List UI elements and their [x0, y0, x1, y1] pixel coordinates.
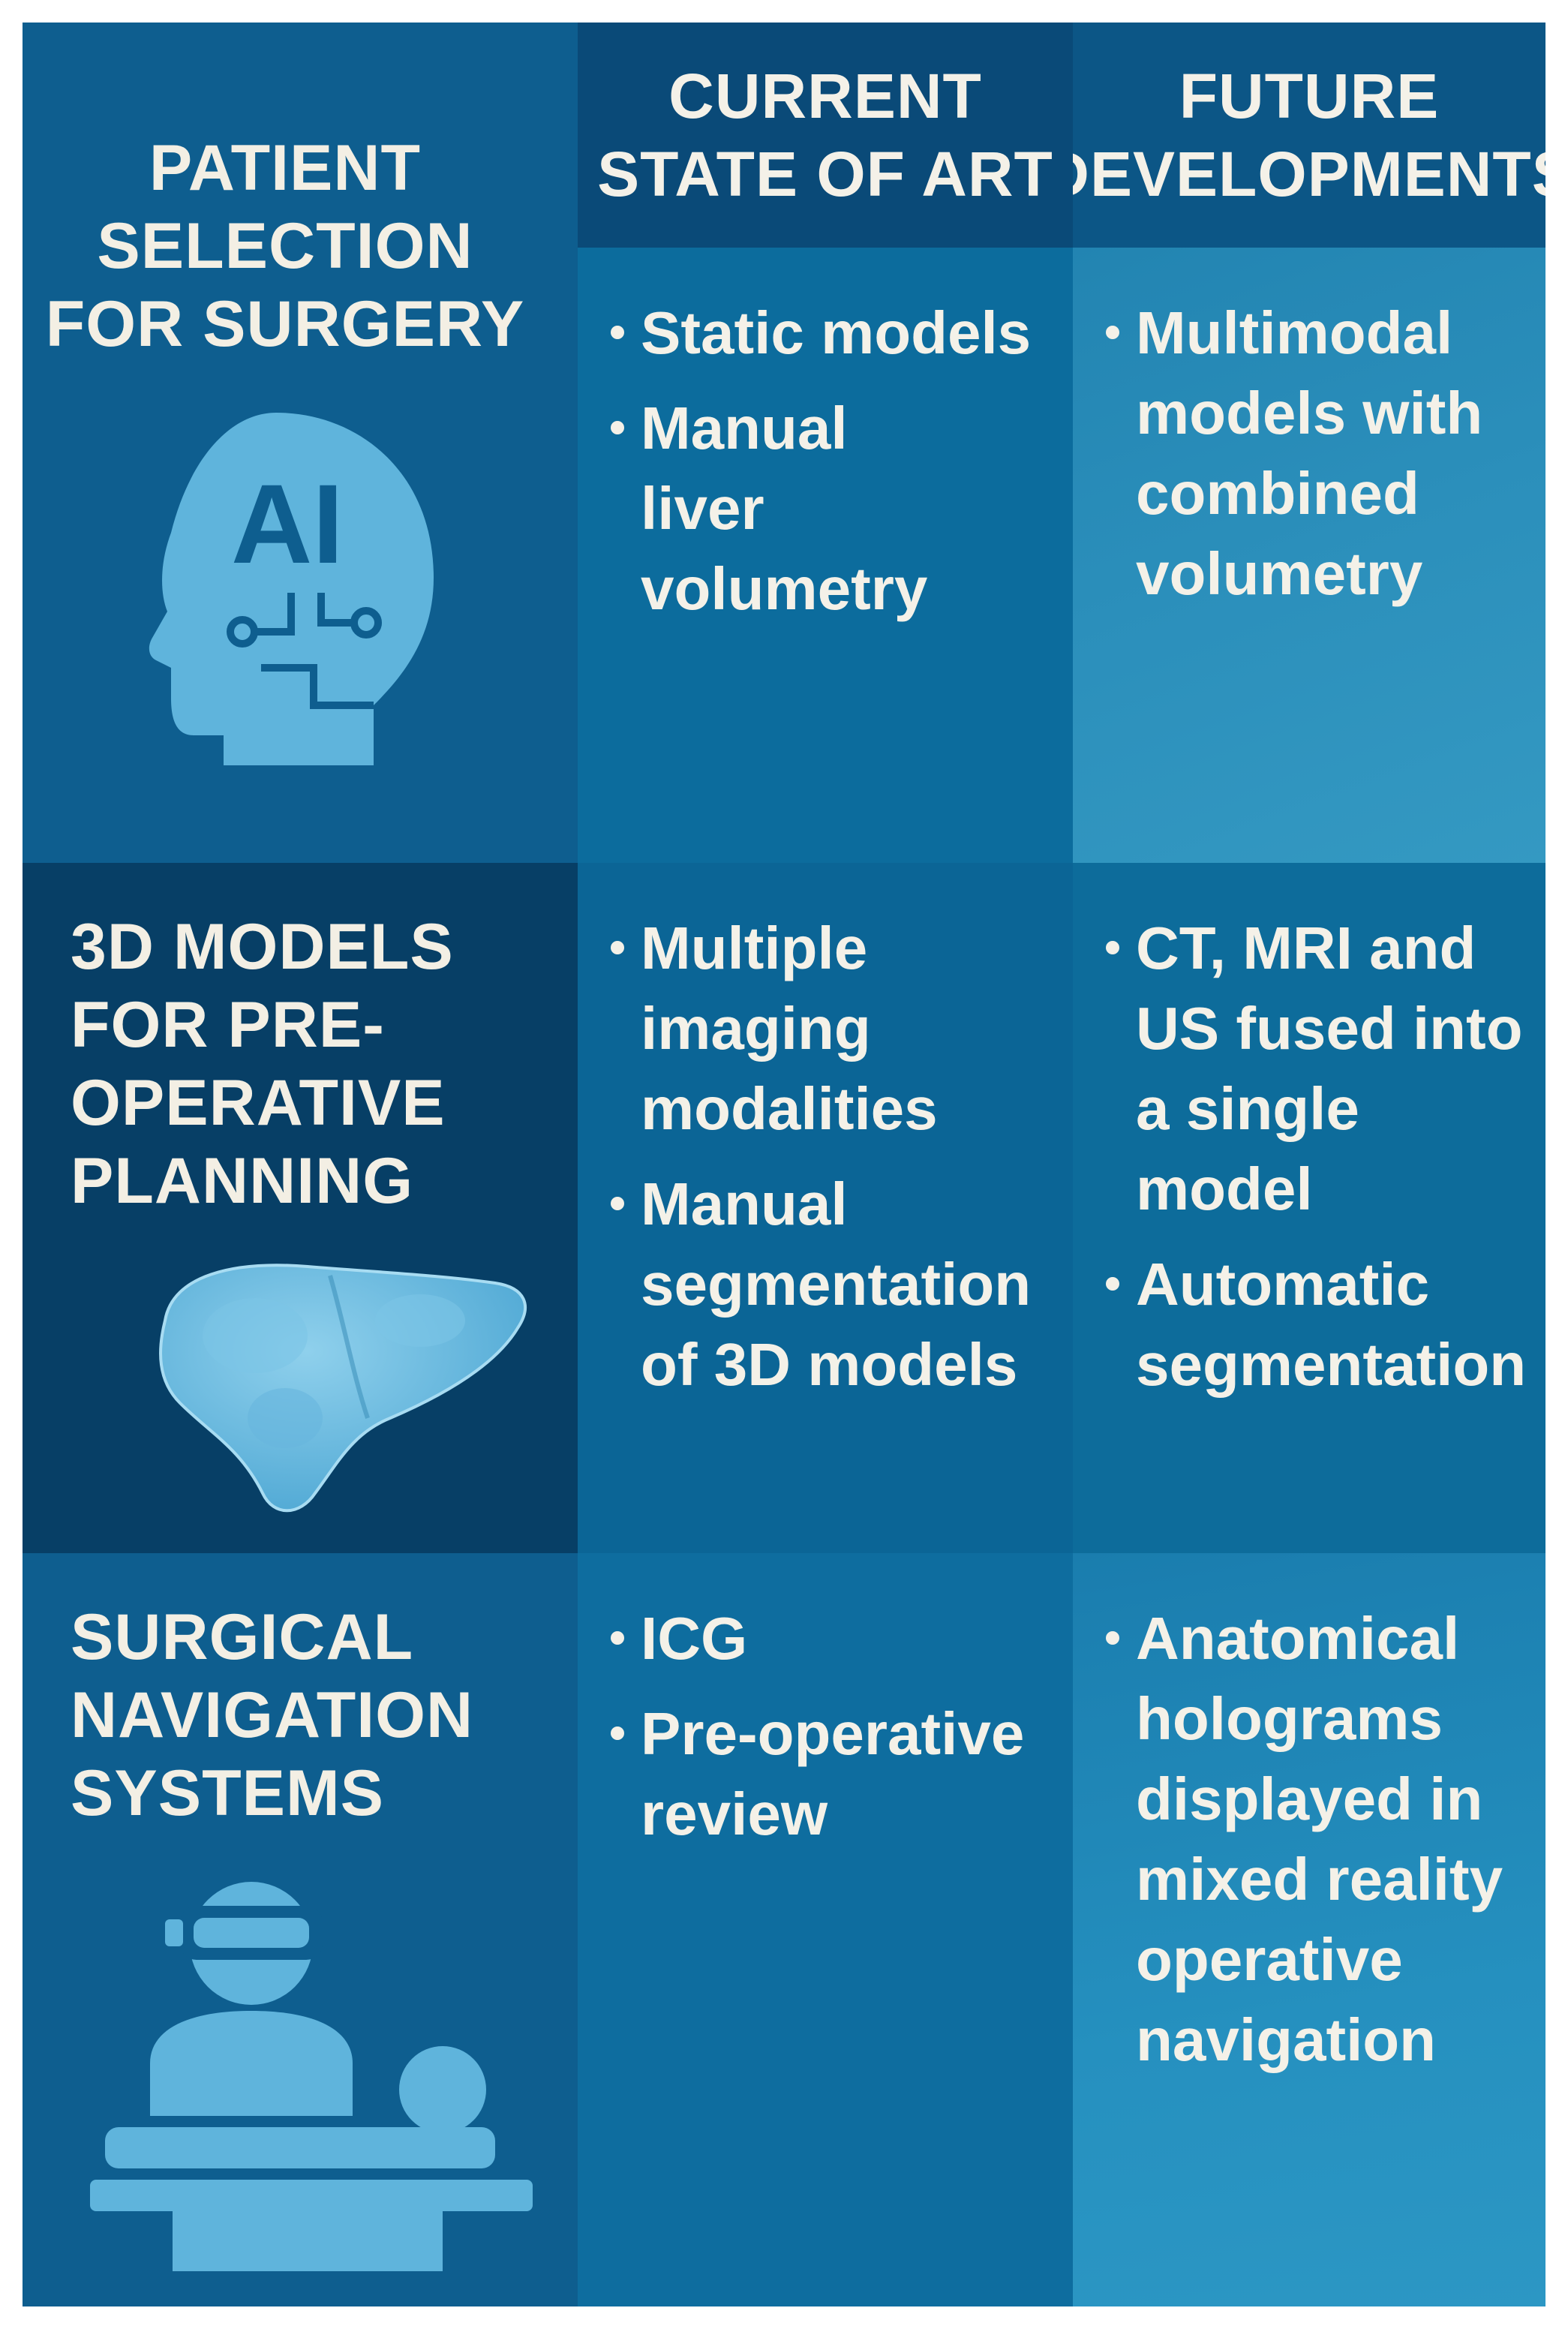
future-patient-selection: FUTURE DEVELOPMENTS Multimodal models wi… — [1073, 23, 1545, 863]
topic-title: PATIENT SELECTION FOR SURGERY — [45, 132, 525, 360]
future-surgical-navigation: Anatomical holograms displayed in mixed … — [1073, 1553, 1545, 2306]
current-bullets-2: Multiple imaging modalities Manual segme… — [594, 908, 1065, 1420]
surgeon-headset-icon — [90, 1882, 533, 2271]
list-item: Automatic segmentation — [1089, 1244, 1538, 1405]
current-surgical-navigation: ICG Pre-operative review — [578, 1553, 1073, 2306]
topic-3d-models: 3D MODELS FOR PRE- OPERATIVE PLANNING — [23, 863, 578, 1553]
current-bullets-1: Static models Manual liver volumetry — [594, 293, 1065, 644]
header-current-state: CURRENT STATE OF ART — [578, 23, 1073, 248]
list-item: CT, MRI and US fused into a single model — [1089, 908, 1538, 1229]
liver-icon — [159, 1264, 527, 1513]
ai-label: AI — [231, 461, 344, 587]
list-item: Static models — [594, 293, 1065, 373]
list-item: Multimodal models with combined volumetr… — [1089, 293, 1538, 614]
topic-surgical-navigation: SURGICAL NAVIGATION SYSTEMS — [23, 1553, 578, 2306]
list-item: Pre-operative review — [594, 1693, 1065, 1854]
list-item: ICG — [594, 1598, 1065, 1678]
future-3d-models: CT, MRI and US fused into a single model… — [1073, 863, 1545, 1553]
current-3d-models: Multiple imaging modalities Manual segme… — [578, 863, 1073, 1553]
list-item: Anatomical holograms displayed in mixed … — [1089, 1598, 1538, 2080]
current-bullets-3: ICG Pre-operative review — [594, 1598, 1065, 1869]
future-bullets-2: CT, MRI and US fused into a single model… — [1089, 908, 1538, 1420]
topic-patient-selection: PATIENT SELECTION FOR SURGERY AI — [23, 23, 578, 863]
comparison-table: PATIENT SELECTION FOR SURGERY AI CURRENT… — [23, 23, 1545, 2306]
list-item: Manual segmentation of 3D models — [594, 1164, 1065, 1405]
topic-title: 3D MODELS FOR PRE- OPERATIVE PLANNING — [71, 911, 454, 1217]
list-item: Manual liver volumetry — [594, 388, 1065, 629]
future-bullets-3: Anatomical holograms displayed in mixed … — [1089, 1598, 1538, 2095]
topic-title: SURGICAL NAVIGATION SYSTEMS — [71, 1601, 474, 1829]
current-patient-selection: CURRENT STATE OF ART Static models Manua… — [578, 23, 1073, 863]
future-bullets-1: Multimodal models with combined volumetr… — [1089, 293, 1538, 629]
header-future-developments: FUTURE DEVELOPMENTS — [1073, 23, 1545, 248]
ai-head-icon: AI — [149, 413, 434, 765]
list-item: Multiple imaging modalities — [594, 908, 1065, 1149]
